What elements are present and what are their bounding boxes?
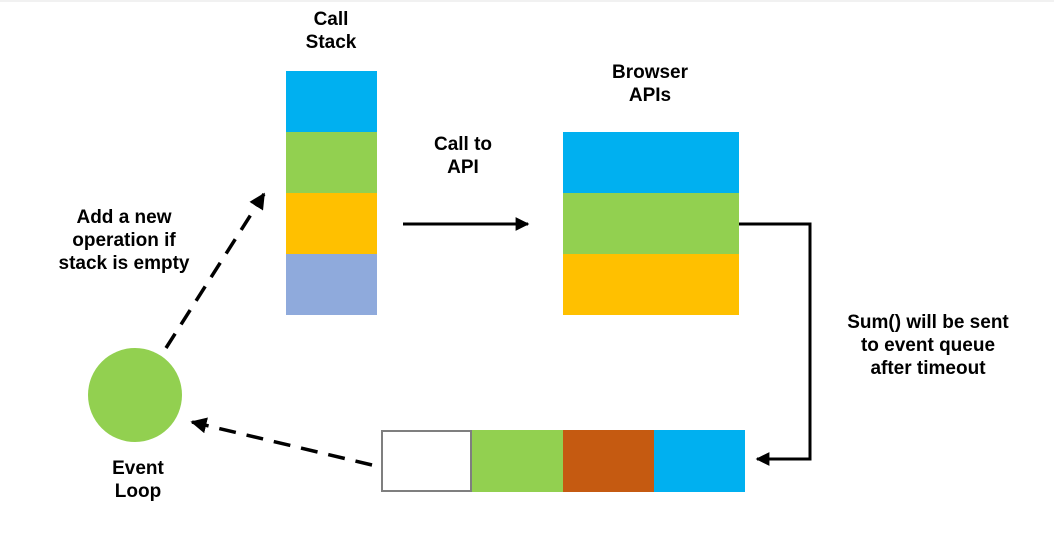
call-stack-label: Call Stack (305, 9, 357, 53)
event-loop-label: Event Loop (112, 458, 164, 502)
browser-apis-label: Browser APIs (611, 62, 689, 106)
event-queue-cell-empty (381, 430, 472, 492)
call-stack-block-yellow (286, 193, 377, 254)
call-stack-block-green (286, 132, 377, 193)
call-stack-block-blue (286, 71, 377, 132)
browser-apis-block-yellow (563, 254, 739, 315)
event-queue-cell-blue (654, 430, 745, 492)
browser-apis-column (563, 132, 739, 315)
sum-timeout-note: Sum() will be sent to event queue after … (847, 312, 1009, 379)
event-queue-cell-orange (563, 430, 654, 492)
event-queue-cell-green (472, 430, 563, 492)
call-to-api-label: Call to API (433, 134, 493, 178)
event-queue-row (381, 430, 745, 492)
call-stack-column (286, 71, 377, 315)
browser-apis-block-blue (563, 132, 739, 193)
add-operation-note: Add a new operation if stack is empty (58, 207, 190, 274)
api-to-queue-connector-arrow (739, 222, 812, 466)
browser-apis-block-green (563, 193, 739, 254)
call-stack-block-periwinkle (286, 254, 377, 315)
event-loop-circle (88, 348, 182, 442)
